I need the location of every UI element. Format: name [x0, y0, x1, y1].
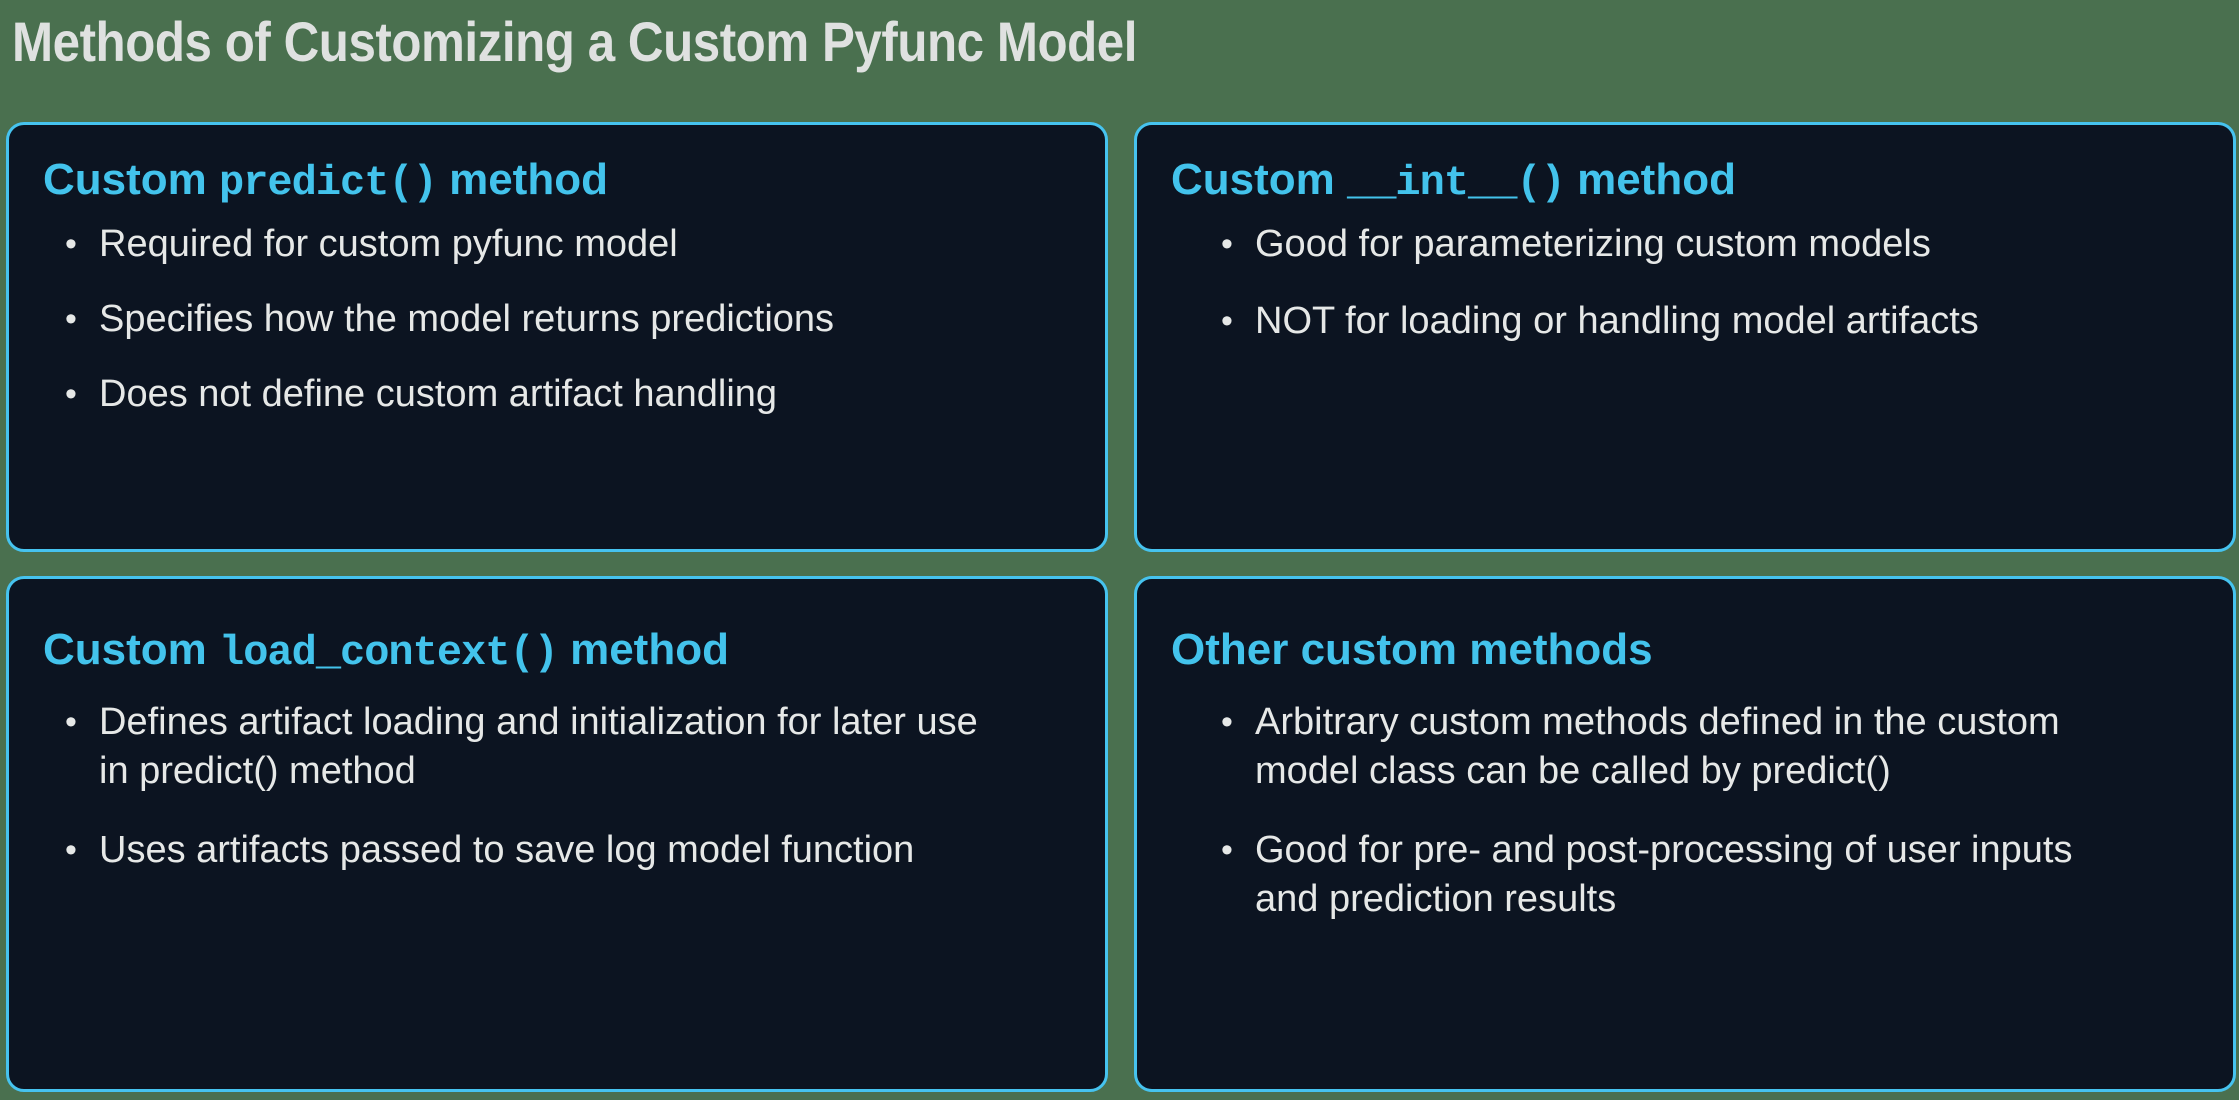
card-heading-suffix: method: [1564, 155, 1736, 204]
list-item: Uses artifacts passed to save log model …: [59, 826, 999, 875]
card-heading-suffix: method: [557, 625, 729, 674]
page-title: Methods of Customizing a Custom Pyfunc M…: [12, 10, 1138, 73]
card-heading-code: predict(): [219, 159, 438, 207]
card-heading-suffix: method: [436, 155, 608, 204]
bullet-list: Defines artifact loading and initializat…: [43, 698, 1071, 875]
card-custom-predict-method: Custom predict() method Required for cus…: [6, 122, 1108, 552]
card-grid: Custom predict() method Required for cus…: [6, 122, 2236, 1092]
bullet-list: Good for parameterizing custom models NO…: [1171, 220, 2199, 346]
list-item: Good for pre- and post-processing of use…: [1215, 826, 2135, 924]
card-heading: Other custom methods: [1171, 621, 2199, 682]
card-heading: Custom __int__() method: [1171, 151, 2199, 212]
card-heading: Custom predict() method: [43, 151, 1071, 212]
list-item: NOT for loading or handling model artifa…: [1215, 297, 2199, 346]
card-heading-prefix: Custom: [43, 155, 219, 204]
list-item: Arbitrary custom methods defined in the …: [1215, 698, 2135, 796]
card-heading-prefix: Custom: [43, 625, 219, 674]
list-item: Required for custom pyfunc model: [59, 220, 1071, 269]
card-heading-code: load_context(): [219, 629, 559, 677]
list-item: Specifies how the model returns predicti…: [59, 295, 1071, 344]
card-heading-prefix: Custom: [1171, 155, 1347, 204]
card-heading: Custom load_context() method: [43, 621, 1071, 682]
card-other-custom-methods: Other custom methods Arbitrary custom me…: [1134, 576, 2236, 1092]
card-custom-init-method: Custom __int__() method Good for paramet…: [1134, 122, 2236, 552]
bullet-list: Required for custom pyfunc model Specifi…: [43, 220, 1071, 419]
card-custom-load-context-method: Custom load_context() method Defines art…: [6, 576, 1108, 1092]
card-heading-code: __int__(): [1347, 159, 1566, 207]
card-heading-prefix: Other custom methods: [1171, 625, 1653, 674]
list-item: Defines artifact loading and initializat…: [59, 698, 999, 796]
bullet-list: Arbitrary custom methods defined in the …: [1171, 698, 2199, 924]
list-item: Good for parameterizing custom models: [1215, 220, 2199, 269]
list-item: Does not define custom artifact handling: [59, 370, 1071, 419]
